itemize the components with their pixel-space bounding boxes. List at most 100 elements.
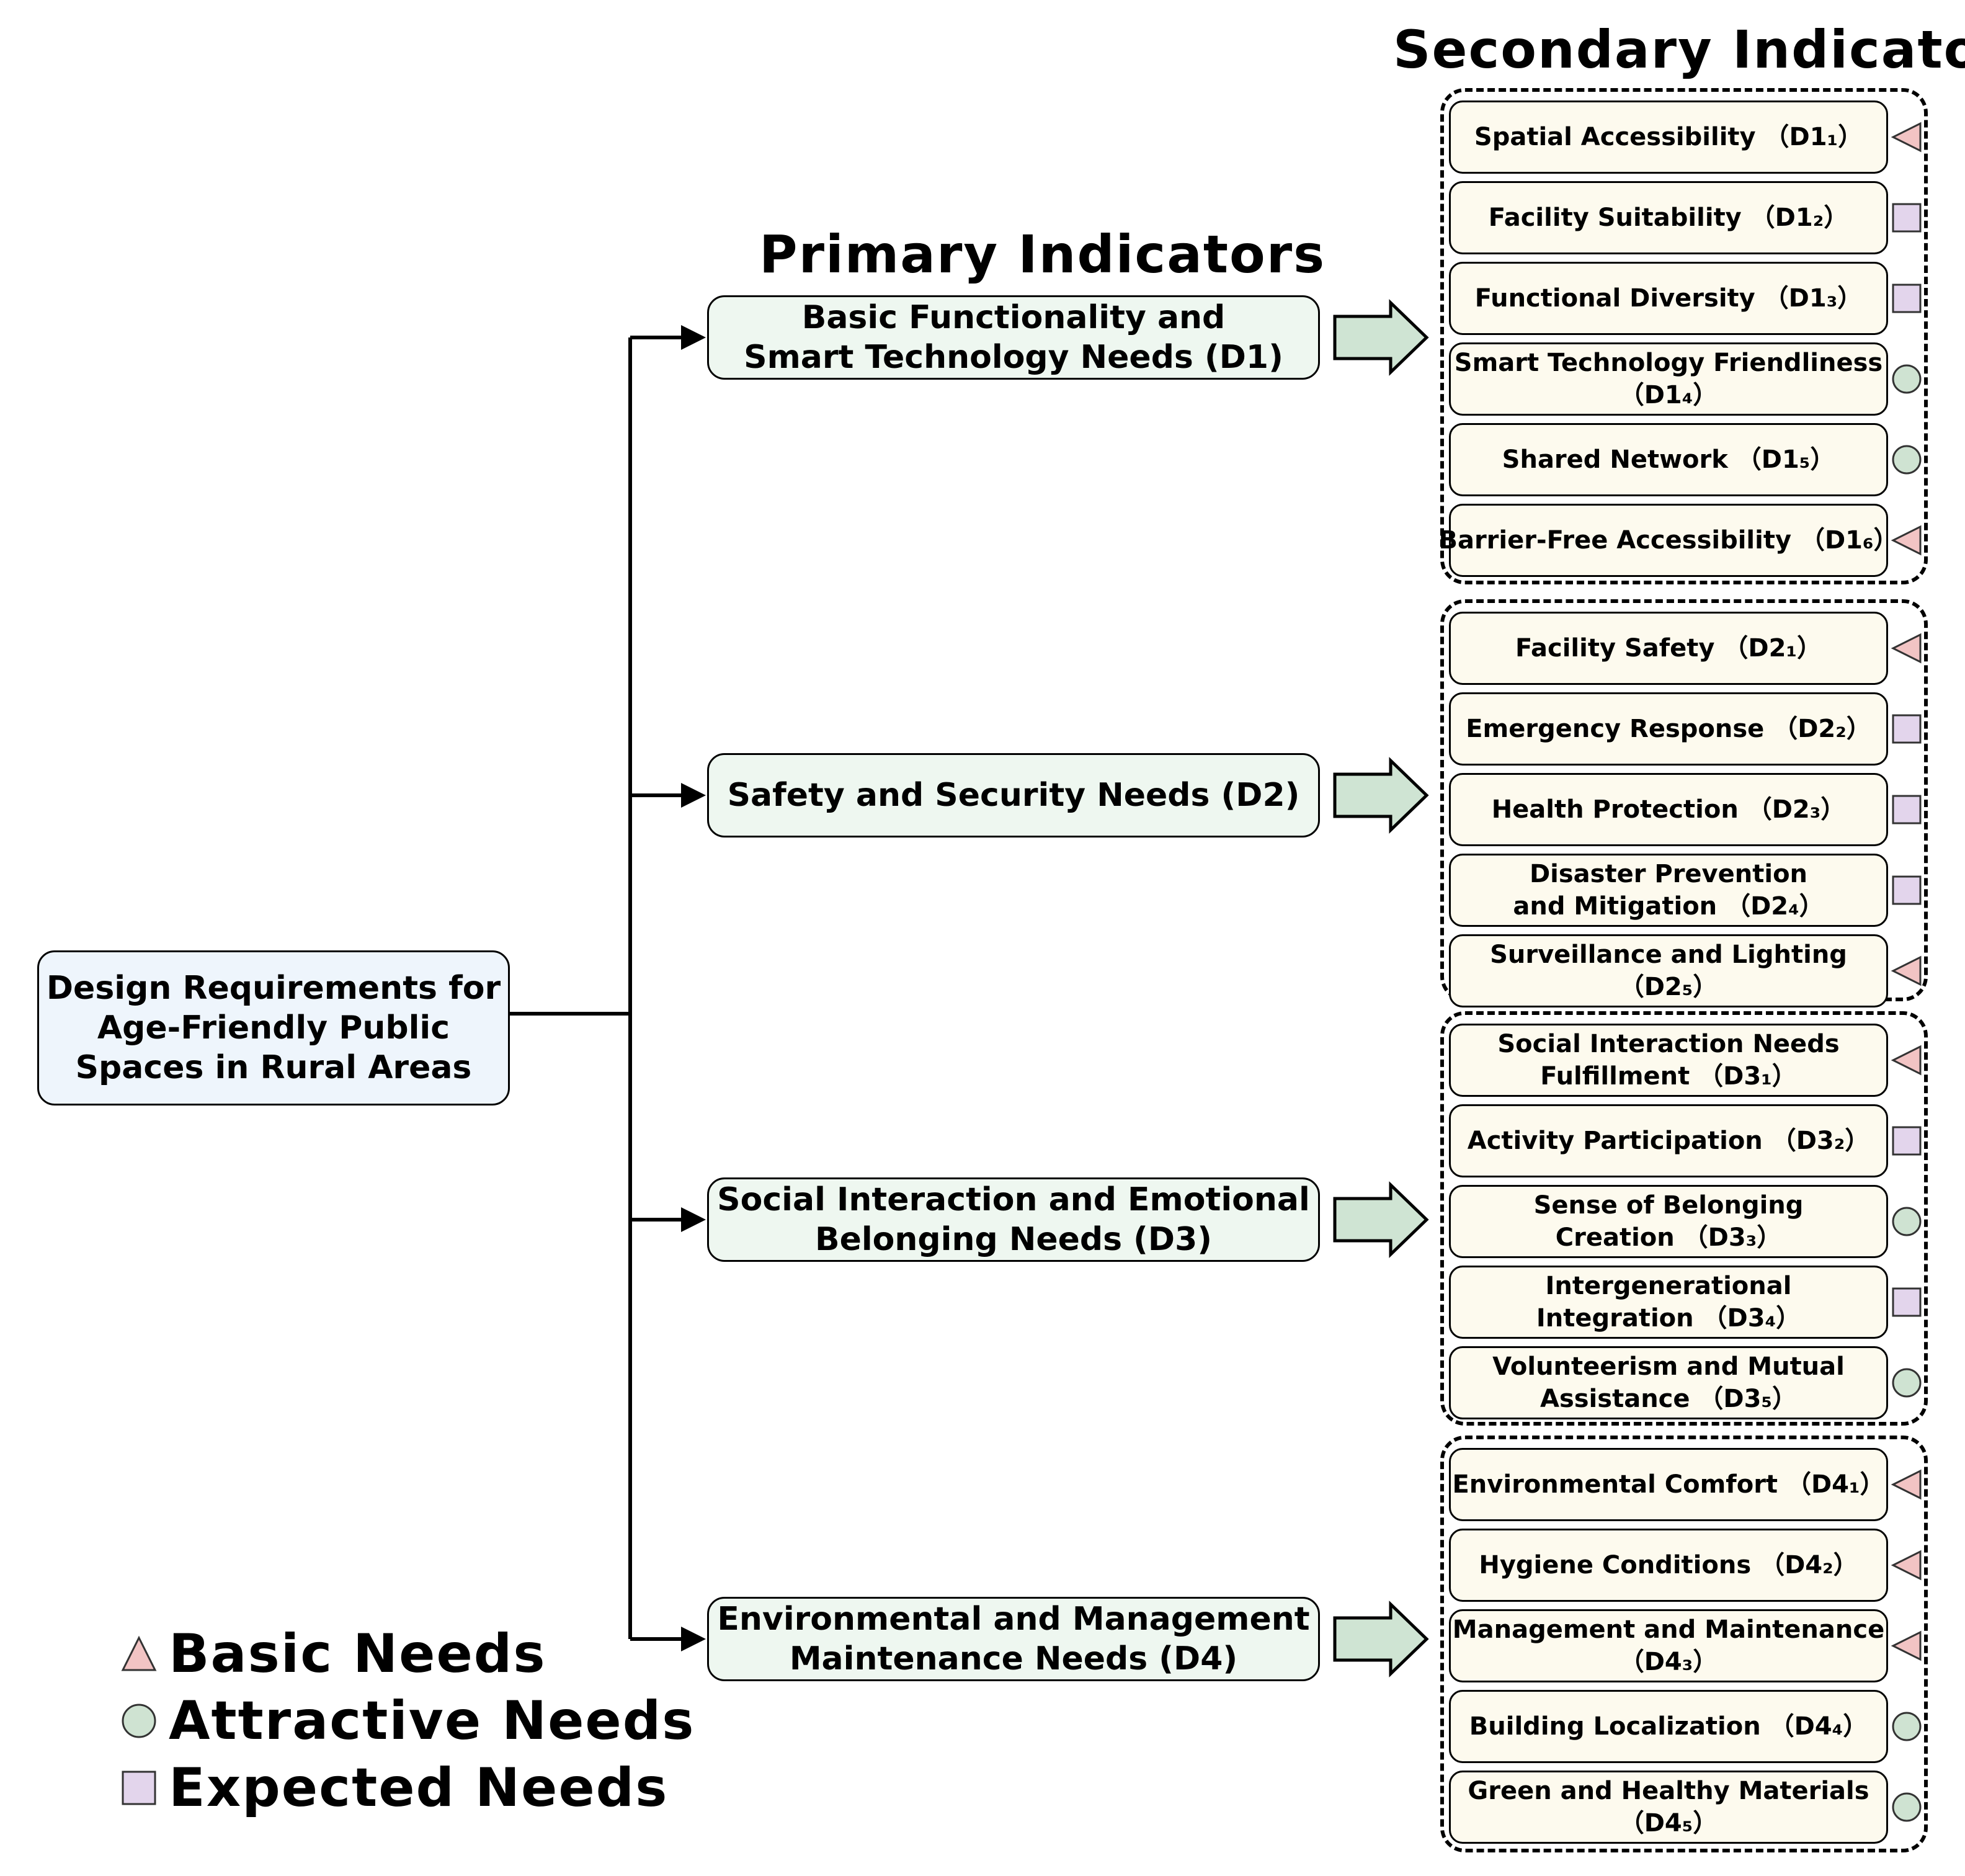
expected-needs-marker-icon [1892, 1126, 1922, 1156]
secondary-node-line: Creation （D3₃） [1555, 1223, 1782, 1252]
secondary-node-text: Functional Diversity （D1₃） [1475, 282, 1862, 315]
secondary-node: Facility Suitability （D1₂） [1449, 181, 1888, 254]
secondary-node-line: Intergenerational [1545, 1272, 1792, 1300]
secondary-node-line: Environmental Comfort （D4₁） [1452, 1470, 1885, 1499]
basic-needs-legend-icon [121, 1635, 157, 1671]
secondary-node-line: （D2₅） [1619, 973, 1718, 1001]
secondary-group-d4 [1440, 1436, 1928, 1852]
secondary-group-d1 [1440, 88, 1928, 584]
secondary-node-line: and Mitigation （D2₄） [1513, 892, 1824, 921]
secondary-node-text: Emergency Response （D2₂） [1466, 713, 1871, 745]
secondary-node-line: Smart Technology Friendliness [1454, 349, 1883, 377]
attractive-needs-marker-icon [1892, 1207, 1922, 1236]
secondary-group-d3 [1440, 1011, 1928, 1426]
secondary-node-line: Social Interaction Needs [1497, 1030, 1840, 1058]
primary-node-line: Belonging Needs (D3) [814, 1221, 1213, 1258]
secondary-node-text: Building Localization （D4₄） [1469, 1710, 1868, 1743]
legend-label-attractive: Attractive Needs [169, 1690, 695, 1752]
secondary-node-text: Health Protection （D2₃） [1492, 793, 1846, 826]
branch-arrowhead [681, 325, 706, 350]
primary-node-line: Maintenance Needs (D4) [789, 1640, 1238, 1677]
secondary-node: Hygiene Conditions （D4₂） [1449, 1529, 1888, 1602]
secondary-node-line: Spatial Accessibility （D1₁） [1474, 123, 1863, 151]
secondary-node-line: Management and Maintenance [1452, 1615, 1885, 1644]
root-line: Age-Friendly Public [97, 1009, 450, 1047]
secondary-node-line: （D4₅） [1619, 1809, 1718, 1838]
secondary-node: Health Protection （D2₃） [1449, 773, 1888, 846]
secondary-node-text: Smart Technology Friendliness （D1₄） [1455, 347, 1883, 411]
basic-needs-marker-icon [1891, 1550, 1922, 1581]
legend-label-expected: Expected Needs [169, 1757, 669, 1819]
primary-node-line: Social Interaction and Emotional [717, 1181, 1310, 1218]
basic-needs-marker-icon [1891, 1630, 1922, 1661]
secondary-node-text: Hygiene Conditions （D4₂） [1479, 1549, 1858, 1581]
secondary-node: Functional Diversity （D1₃） [1449, 262, 1888, 335]
secondary-node-line: Sense of Belonging [1533, 1191, 1804, 1220]
secondary-node-text: Green and Healthy Materials （D4₅） [1468, 1775, 1869, 1839]
legend-label-basic: Basic Needs [169, 1623, 546, 1685]
secondary-node: Surveillance and Lighting （D2₅） [1449, 934, 1888, 1007]
root-line: Spaces in Rural Areas [75, 1049, 472, 1086]
attractive-needs-marker-icon [1892, 445, 1922, 475]
secondary-node-line: Activity Participation （D3₂） [1467, 1127, 1870, 1155]
primary-indicators-title: Primary Indicators [759, 224, 1326, 285]
secondary-node: Emergency Response （D2₂） [1449, 692, 1888, 766]
secondary-node: Spatial Accessibility （D1₁） [1449, 100, 1888, 174]
attractive-needs-legend-icon [122, 1704, 156, 1738]
expected-needs-marker-icon [1892, 714, 1922, 744]
expected-needs-marker-icon [1892, 1287, 1922, 1317]
secondary-node-line: Fulfillment （D3₁） [1540, 1062, 1797, 1091]
attractive-needs-marker-icon [1892, 364, 1922, 394]
block-arrow [1333, 1181, 1429, 1258]
primary-node-line: Smart Technology Needs (D1) [744, 339, 1283, 376]
secondary-node-line: Health Protection （D2₃） [1491, 795, 1846, 824]
block-arrow [1333, 757, 1429, 834]
branch-arrowhead [681, 1627, 706, 1651]
branch-arrowhead [681, 1207, 706, 1232]
secondary-node-line: Green and Healthy Materials [1468, 1777, 1869, 1805]
root-node: Design Requirements for Age-Friendly Pub… [37, 950, 510, 1106]
secondary-node: Activity Participation （D3₂） [1449, 1104, 1888, 1177]
expected-needs-marker-icon [1892, 284, 1922, 313]
secondary-node-line: Building Localization （D4₄） [1469, 1712, 1868, 1741]
attractive-needs-marker-icon [1892, 1712, 1922, 1741]
secondary-node-line: Facility Suitability （D1₂） [1488, 203, 1849, 232]
secondary-node-text: Management and Maintenance（D4₃） [1453, 1614, 1884, 1678]
secondary-node-line: （D1₄） [1619, 381, 1718, 409]
secondary-node-line: Shared Network （D1₅） [1502, 445, 1835, 474]
secondary-node-line: Hygiene Conditions （D4₂） [1479, 1551, 1858, 1579]
block-arrow [1333, 1601, 1429, 1677]
primary-node-text: Safety and Security Needs (D2) [728, 775, 1300, 815]
root-line: Design Requirements for [46, 970, 501, 1007]
primary-node-d2: Safety and Security Needs (D2) [707, 753, 1320, 838]
secondary-node-text: Activity Participation （D3₂） [1468, 1125, 1870, 1157]
secondary-node-text: Surveillance and Lighting （D2₅） [1490, 939, 1847, 1003]
expected-needs-marker-icon [1892, 875, 1922, 905]
basic-needs-marker-icon [1891, 1045, 1922, 1076]
secondary-node-line: Surveillance and Lighting [1490, 940, 1847, 969]
basic-needs-marker-icon [1891, 633, 1922, 664]
secondary-node-line: Volunteerism and Mutual [1492, 1352, 1845, 1381]
attractive-needs-marker-icon [1892, 1792, 1922, 1822]
secondary-node-text: Facility Suitability （D1₂） [1489, 202, 1849, 234]
primary-node-line: Environmental and Management [717, 1601, 1310, 1638]
basic-needs-marker-icon [1891, 1469, 1922, 1500]
basic-needs-marker-icon [1891, 122, 1922, 153]
secondary-node: Shared Network （D1₅） [1449, 423, 1888, 496]
expected-needs-legend-icon [122, 1771, 156, 1805]
secondary-node-line: Facility Safety （D2₁） [1515, 634, 1822, 663]
